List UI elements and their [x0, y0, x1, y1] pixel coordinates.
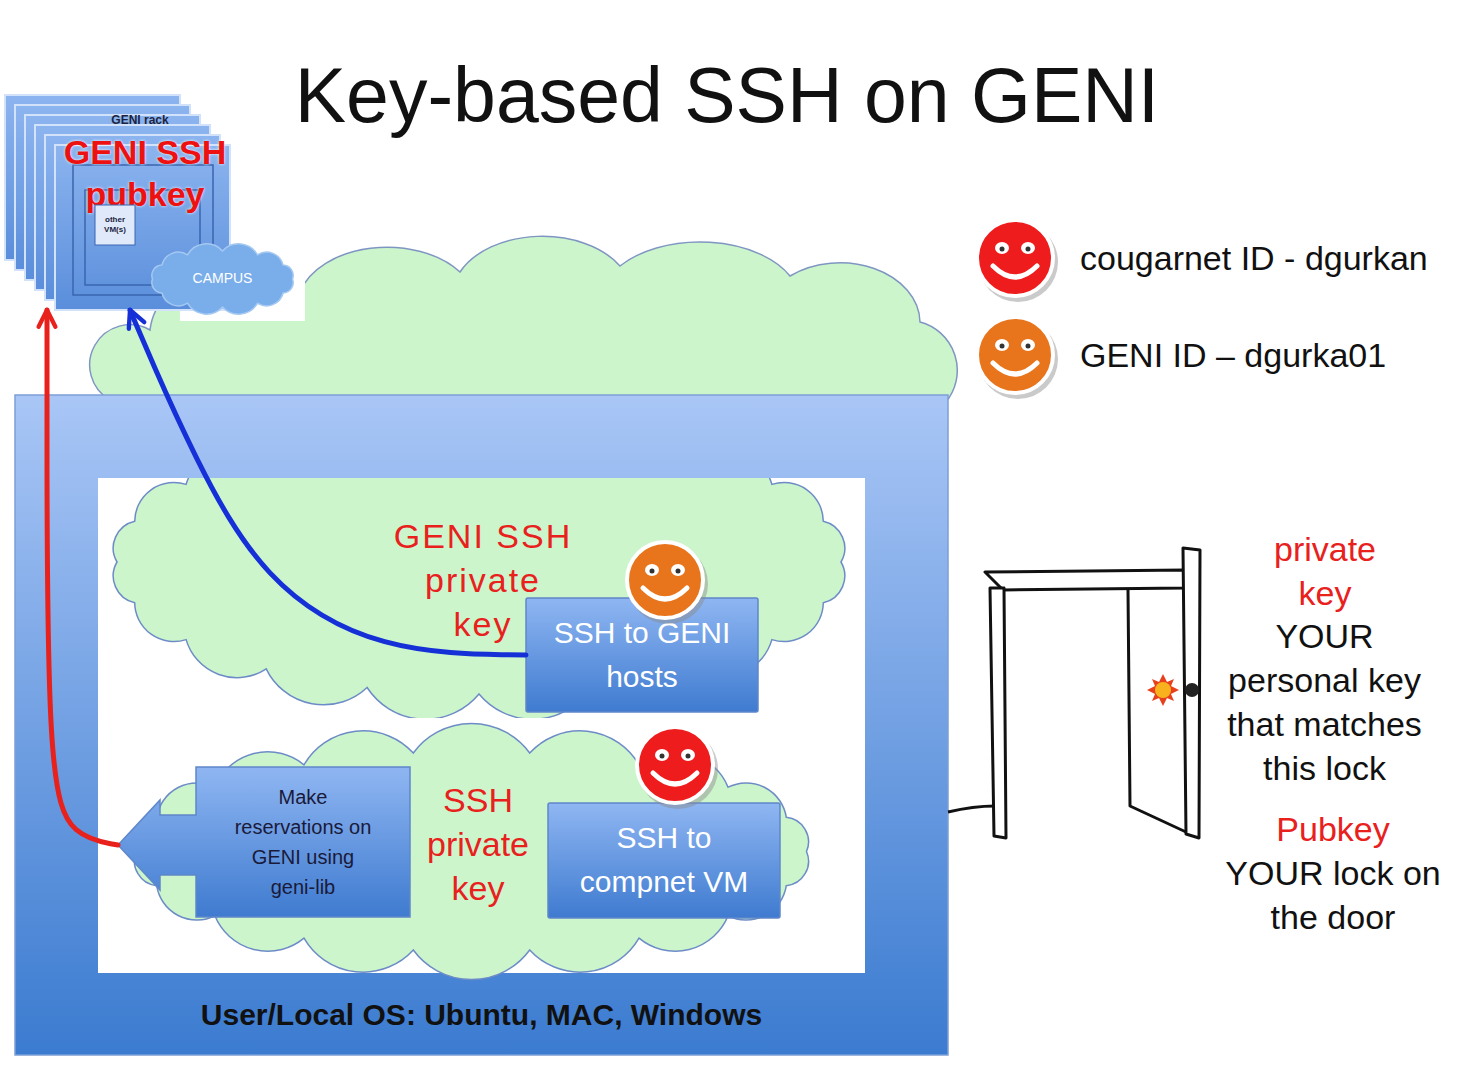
smiley-mouth: [643, 588, 687, 599]
process-box: SSH to compnet VM: [548, 803, 780, 918]
process-box-shape: [548, 803, 780, 918]
node-text: GENI rack: [90, 113, 190, 127]
door-caption: YOUR personal key that matches this lock: [1212, 614, 1437, 790]
node-text: SSH to compnet VM: [569, 816, 759, 904]
smiley-eye: [1021, 242, 1035, 254]
smiley-pupil: [1026, 344, 1031, 349]
box-outline: [548, 803, 780, 918]
door-lintel: [985, 570, 1186, 590]
smiley-eye: [681, 749, 695, 761]
door-caption: Pubkey: [1268, 807, 1398, 851]
legend-swatch: [977, 220, 1053, 296]
node-text: SSH private key: [413, 778, 543, 910]
smiley-pupil: [1000, 344, 1005, 349]
door-knob: [1185, 683, 1199, 697]
arrow-box-outline: [118, 767, 410, 917]
door-caption: YOUR lock on the door: [1213, 851, 1453, 939]
smiley-eye: [1021, 339, 1035, 351]
slide-title: Key-based SSH on GENI: [0, 50, 1454, 140]
legend-smiley: [977, 220, 1058, 302]
process-box-shape: [526, 598, 758, 712]
door-caption: private key: [1260, 527, 1390, 615]
node-text: CAMPUS: [140, 269, 305, 287]
process-box: SSH to GENI hosts: [526, 598, 758, 712]
node-text: Make reservations on GENI using geni-lib: [228, 782, 378, 902]
smiley-eye: [671, 564, 685, 576]
arrow-box: Make reservations on GENI using geni-lib: [118, 767, 410, 917]
cloud-outline: [113, 478, 845, 718]
frame-fill: [15, 395, 948, 1055]
door-panel: [1183, 548, 1200, 838]
geni-key-cloud: GENI SSH private keySSH to GENI hosts: [100, 478, 858, 718]
legend-text: cougarnet ID - dgurkan: [1080, 236, 1428, 280]
node-text: User/Local OS: Ubuntu, MAC, Windows: [15, 995, 948, 1035]
smiley-eye: [995, 242, 1009, 254]
connector-arrow: [130, 310, 526, 655]
smiley-mouth: [993, 363, 1037, 374]
legend-text: GENI ID – dgurka01: [1080, 333, 1386, 377]
smiley-face: [637, 727, 713, 803]
local-os-frame: User/Local OS: Ubuntu, MAC, Windows GENI …: [15, 395, 948, 1055]
smiley-mouth: [653, 773, 697, 784]
lock-core: [1155, 682, 1171, 698]
connector-arrow: [47, 310, 118, 845]
smiley-face: [627, 542, 703, 618]
door-post: [990, 588, 1006, 838]
smiley-pupil: [1026, 247, 1031, 252]
legend-smiley: [977, 317, 1058, 399]
smiley-eye: [995, 339, 1009, 351]
smiley-eye: [655, 749, 669, 761]
door-frame-edge: [1128, 590, 1186, 832]
background-cloud: [90, 236, 958, 402]
lock-spikes: [1147, 674, 1179, 706]
node-subtext: GENI SSH pubkey: [50, 131, 240, 215]
smiley-pupil: [1000, 247, 1005, 252]
legend-group: [977, 220, 1058, 399]
smiley-mouth: [993, 266, 1037, 277]
smiley-pupil: [650, 569, 655, 574]
smiley-pupil: [686, 754, 691, 759]
campus-cloud: CAMPUS: [140, 238, 305, 320]
smiley-pupil: [676, 569, 681, 574]
box-outline: [526, 598, 758, 712]
smiley-eye: [645, 564, 659, 576]
door-illustration: [948, 548, 1200, 838]
geni-user-smiley: [627, 542, 708, 624]
door-lock: [1147, 674, 1179, 706]
node-text: other VM(s): [95, 215, 135, 235]
node-text: SSH to GENI hosts: [542, 611, 742, 699]
arrow-box-shape: [118, 767, 410, 917]
smiley-pupil: [660, 754, 665, 759]
legend-swatch: [977, 317, 1053, 393]
cougarnet-user-smiley: [637, 727, 718, 809]
vm-outline: [95, 205, 135, 245]
door-wire: [948, 806, 995, 812]
vm-box: other VM(s): [95, 205, 135, 245]
local-key-cloud: SSH private key Make reservations on GENI…: [118, 735, 825, 968]
